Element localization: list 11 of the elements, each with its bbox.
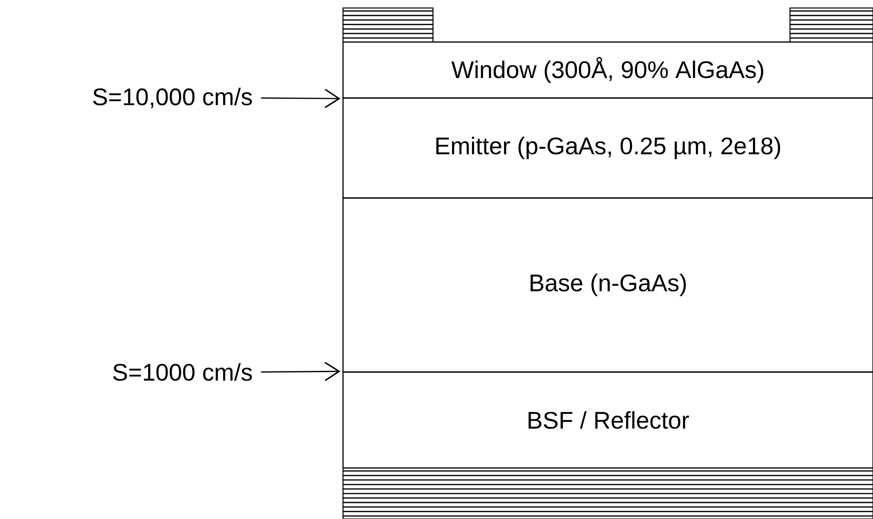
- layer-box: Emitter (p-GaAs, 0.25 µm, 2e18): [342, 97, 873, 199]
- contact-bar: [342, 8, 434, 42]
- layer-box: Base (n-GaAs): [342, 197, 873, 373]
- arrow: [261, 362, 340, 382]
- contact-bar: [790, 8, 873, 42]
- contact-bar: [342, 467, 873, 519]
- surface-recombination-label: S=1000 cm/s: [113, 363, 252, 381]
- surface-recombination-label: S=10,000 cm/s: [93, 88, 252, 108]
- layer-box: Window (300Å, 90% AlGaAs): [342, 41, 873, 99]
- arrow: [261, 88, 340, 108]
- layer-box: BSF / Reflector: [342, 371, 873, 469]
